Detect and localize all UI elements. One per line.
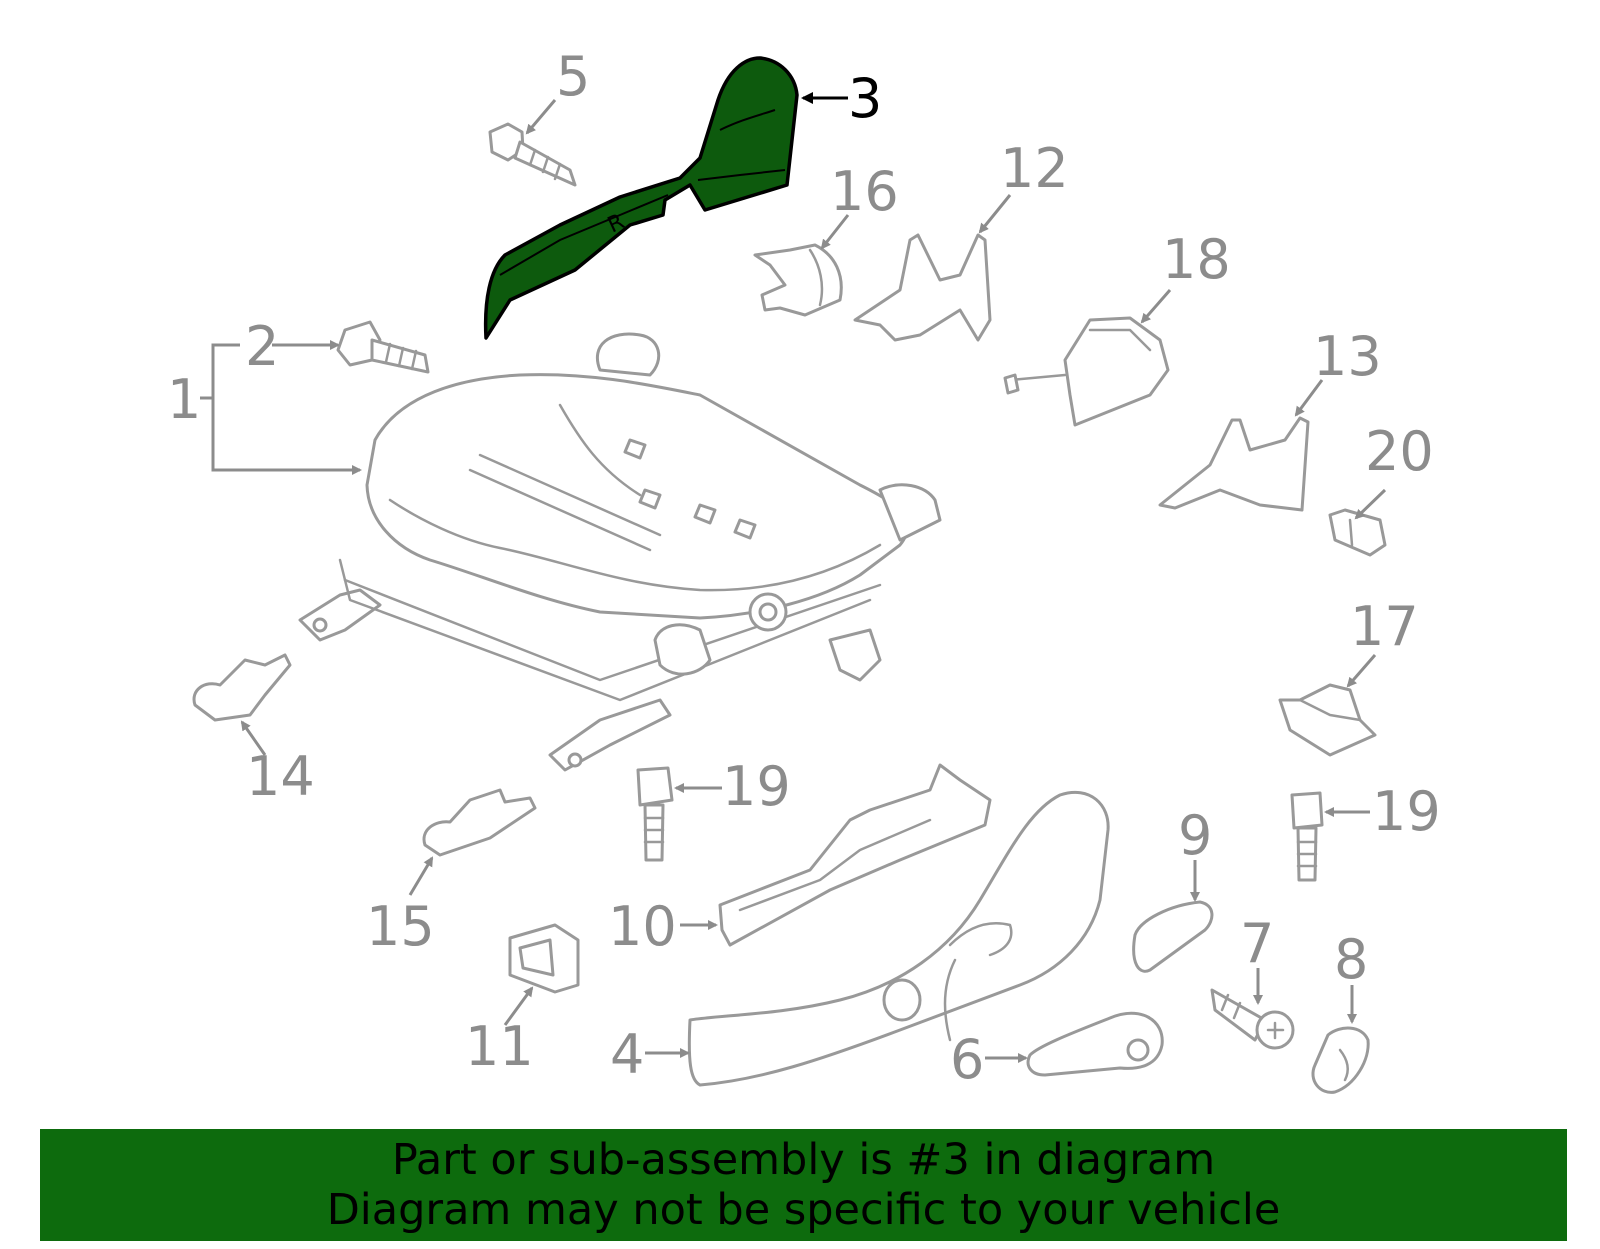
part-16-bracket[interactable] bbox=[753, 243, 843, 317]
callout-9: 9 bbox=[1178, 804, 1212, 867]
callout-6: 6 bbox=[950, 1028, 984, 1091]
part-14-clip[interactable] bbox=[192, 653, 292, 722]
callout-18: 18 bbox=[1162, 228, 1231, 291]
callout-8: 8 bbox=[1334, 928, 1368, 991]
part-7-screw[interactable] bbox=[1210, 988, 1295, 1050]
callout-3[interactable]: 3 bbox=[848, 67, 882, 130]
banner-line-1: Part or sub-assembly is #3 in diagram bbox=[391, 1135, 1216, 1185]
callout-15: 15 bbox=[366, 895, 435, 958]
callout-11: 11 bbox=[465, 1015, 534, 1078]
part-10-trim[interactable] bbox=[718, 763, 992, 947]
callout-5: 5 bbox=[556, 45, 590, 108]
callout-19-left: 19 bbox=[722, 755, 791, 818]
callout-2: 2 bbox=[245, 315, 279, 378]
part-18-motor-bracket[interactable] bbox=[1003, 316, 1170, 427]
callout-20: 20 bbox=[1365, 420, 1434, 483]
part-8-cap[interactable] bbox=[1311, 1026, 1370, 1094]
part-17-clip[interactable] bbox=[1278, 683, 1377, 757]
callout-19-right: 19 bbox=[1372, 780, 1441, 843]
callout-17: 17 bbox=[1350, 595, 1419, 658]
part-4-side-shield[interactable] bbox=[687, 790, 1110, 1087]
part-19-bolt-left[interactable] bbox=[636, 766, 674, 862]
part-3-highlighted[interactable]: R bbox=[483, 56, 799, 340]
callout-4: 4 bbox=[610, 1023, 644, 1086]
callout-7: 7 bbox=[1240, 912, 1274, 975]
part-13-trim[interactable] bbox=[1158, 416, 1310, 512]
part-19-bolt-right[interactable] bbox=[1290, 791, 1324, 882]
info-banner: Part or sub-assembly is #3 in diagram Di… bbox=[40, 1129, 1567, 1241]
part-1-seat-frame[interactable] bbox=[298, 332, 942, 772]
part-5-screw[interactable] bbox=[488, 122, 577, 187]
part-2-bolt[interactable] bbox=[336, 320, 430, 374]
callout-13: 13 bbox=[1313, 325, 1382, 388]
callout-14: 14 bbox=[246, 745, 315, 808]
part-11-switch[interactable] bbox=[508, 923, 580, 994]
part-20-clip[interactable] bbox=[1328, 508, 1387, 557]
part-15-clip[interactable] bbox=[422, 788, 537, 857]
callout-16: 16 bbox=[830, 160, 899, 223]
part-12-trim[interactable] bbox=[853, 233, 992, 342]
part-6-handle[interactable] bbox=[1026, 1011, 1164, 1077]
banner-line-2: Diagram may not be specific to your vehi… bbox=[326, 1185, 1281, 1235]
callout-1: 1 bbox=[167, 368, 201, 431]
callout-12: 12 bbox=[1000, 137, 1069, 200]
part-9-cap[interactable] bbox=[1132, 900, 1214, 973]
callout-10: 10 bbox=[608, 895, 677, 958]
